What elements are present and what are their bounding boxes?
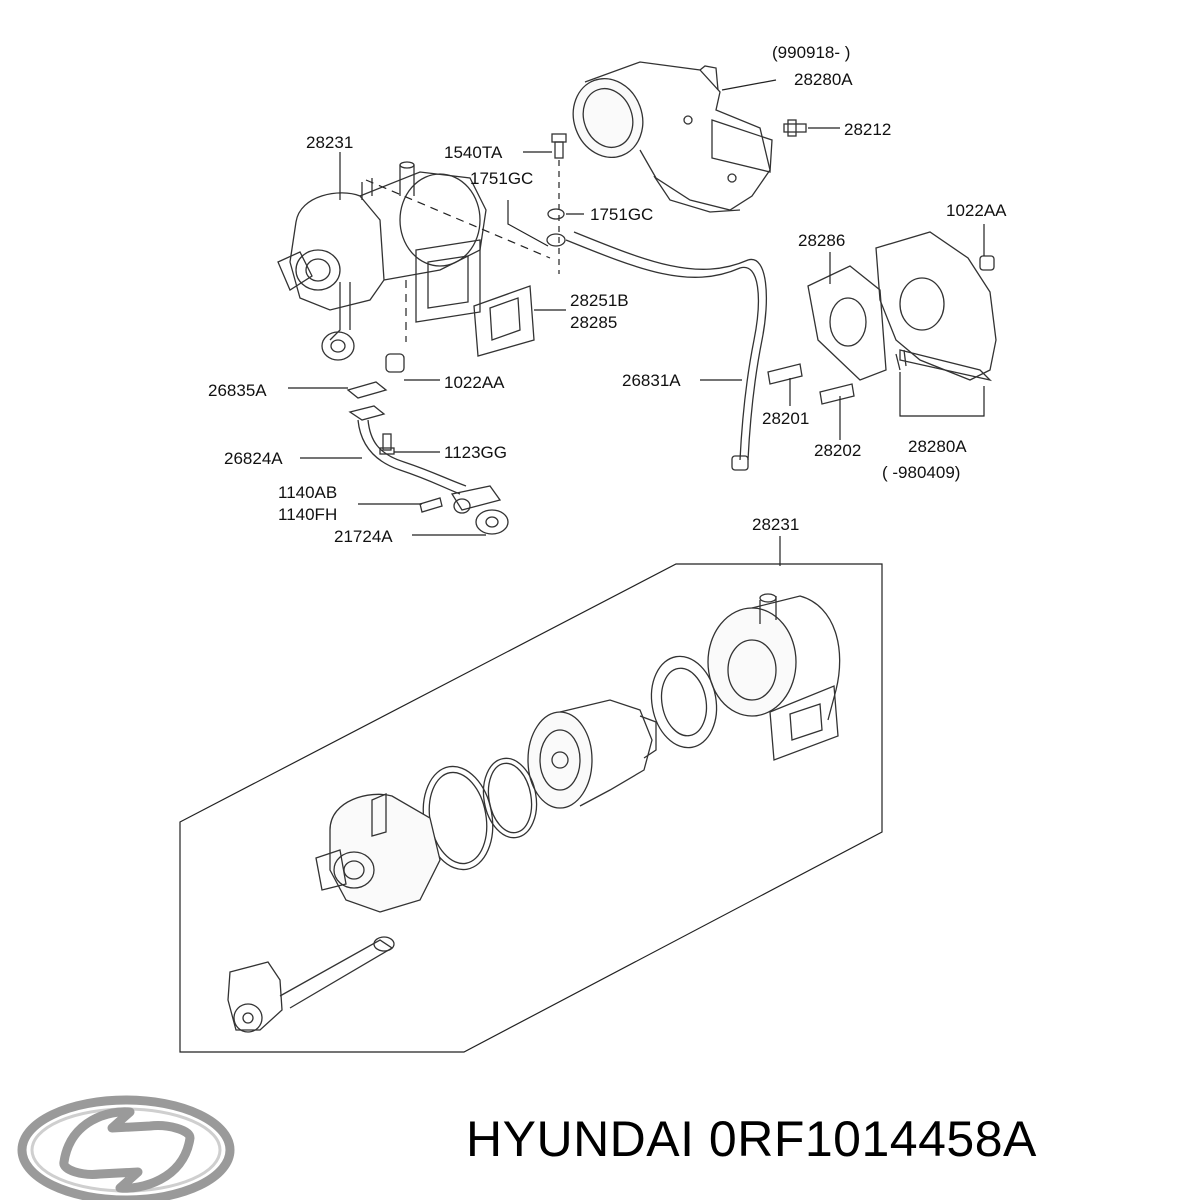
label-1140ab: 1140AB xyxy=(278,483,337,502)
label-28280a-bottom: 28280A xyxy=(908,437,967,456)
label-1751gc-b: 1751GC xyxy=(590,205,653,224)
label-1022aa-left: 1022AA xyxy=(444,373,505,392)
label-26835a: 26835A xyxy=(208,381,267,400)
label-1540ta: 1540TA xyxy=(444,143,503,162)
bolt-1140ab xyxy=(419,497,443,513)
label-1022aa-right: 1022AA xyxy=(946,201,1007,220)
turbocharger-assembly xyxy=(277,161,551,361)
label-1751gc-a: 1751GC xyxy=(470,169,533,188)
nut-1022aa-left xyxy=(385,353,405,373)
gasket-28251b xyxy=(473,285,535,357)
gasket-21724a xyxy=(475,509,509,535)
gasket-28286 xyxy=(807,265,887,381)
label-28280a-top: 28280A xyxy=(794,70,853,89)
return-pipe-26824a xyxy=(357,419,502,514)
intake-elbow-part xyxy=(572,61,773,213)
label-1123gg: 1123GG xyxy=(444,443,507,462)
oil-pipe-26831a xyxy=(565,231,768,471)
exploded-view-frame xyxy=(179,563,883,1053)
compressor-housing-part xyxy=(315,793,441,913)
bolt-1123gg xyxy=(379,433,395,455)
label-1140fh: 1140FH xyxy=(278,505,337,524)
heat-shield-ring xyxy=(650,655,718,749)
part-number-caption: HYUNDAI 0RF1014458A xyxy=(466,1111,1037,1167)
label-26824a: 26824A xyxy=(224,449,283,468)
label-28231-bottom: 28231 xyxy=(752,515,799,534)
label-28201: 28201 xyxy=(762,409,809,428)
label-990918: (990918- ) xyxy=(772,43,850,62)
center-housing-rotating-assembly xyxy=(527,699,657,809)
gasket-26835a xyxy=(346,381,388,399)
label-28231-top: 28231 xyxy=(306,133,353,152)
bolt-28212 xyxy=(783,119,807,137)
turbine-housing-part xyxy=(707,593,841,761)
stud-28202 xyxy=(819,383,855,405)
label-21724a: 21724A xyxy=(334,527,393,546)
hyundai-logo xyxy=(17,1095,235,1200)
label-26831a: 26831A xyxy=(622,371,681,390)
gasket-small-upper xyxy=(348,405,386,421)
label-980409: ( -980409) xyxy=(882,463,960,482)
stud-28201 xyxy=(767,363,803,385)
label-28251b: 28251B xyxy=(570,291,629,310)
wastegate-actuator-part xyxy=(227,936,395,1033)
bolt-1540ta xyxy=(546,133,567,274)
label-28285: 28285 xyxy=(570,313,617,332)
exhaust-flange-part xyxy=(875,231,997,382)
label-28212: 28212 xyxy=(844,120,891,139)
label-28286: 28286 xyxy=(798,231,845,250)
label-28202: 28202 xyxy=(814,441,861,460)
